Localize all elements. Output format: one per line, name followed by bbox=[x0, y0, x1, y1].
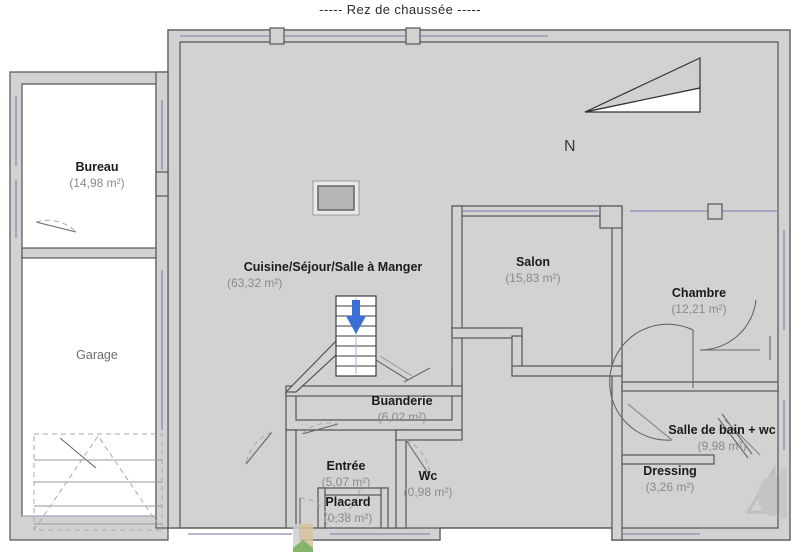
exterior-walls bbox=[9, 29, 791, 541]
photo-thumbnail-watermark bbox=[293, 524, 313, 552]
page-title: ----- Rez de chaussée ----- bbox=[319, 2, 481, 17]
logo-watermark-icon bbox=[745, 464, 787, 518]
north-arrow-icon bbox=[584, 57, 701, 113]
garage-door bbox=[33, 433, 163, 531]
compass-label-north: N bbox=[564, 138, 576, 155]
windows bbox=[15, 27, 785, 535]
fireplace-block bbox=[312, 180, 360, 216]
staircase bbox=[335, 295, 377, 377]
stair-direction-arrow bbox=[346, 316, 366, 334]
label-leaders bbox=[627, 403, 761, 456]
door-swings bbox=[35, 219, 771, 529]
